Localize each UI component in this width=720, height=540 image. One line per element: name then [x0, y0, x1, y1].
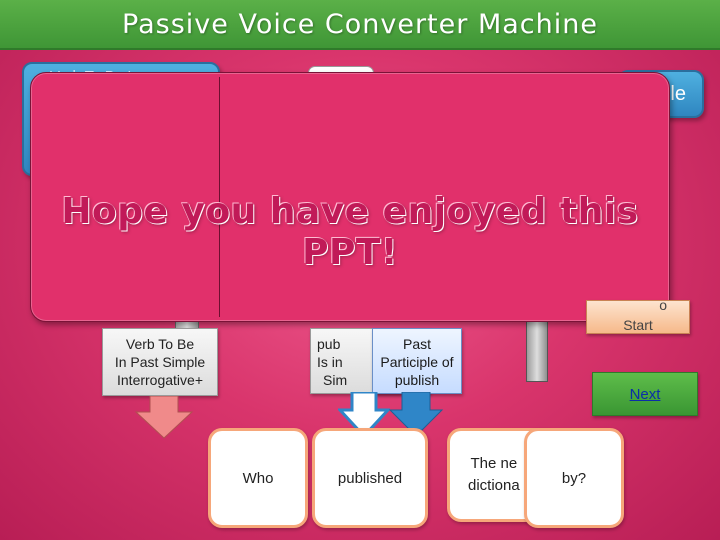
word-card-label: by? — [561, 469, 587, 487]
word-card-line: dictiona — [468, 477, 520, 494]
ending-message: Hope you have enjoyed this PPT! — [61, 191, 639, 273]
title-bar: Passive Voice Converter Machine — [0, 0, 720, 50]
down-arrow-icon — [388, 392, 444, 437]
down-arrow-icon — [134, 396, 194, 439]
down-arrow-icon — [338, 392, 390, 438]
page-title: Passive Voice Converter Machine — [122, 8, 598, 40]
past-participle-line: publish — [394, 372, 440, 388]
verb-to-be-box: Verb To Be In Past Simple Interrogative+ — [102, 328, 218, 396]
word-card-label: published — [337, 469, 403, 487]
past-participle-line: Participle of — [380, 354, 454, 370]
verb-to-be-line: Verb To Be — [125, 336, 195, 352]
word-card-published[interactable]: published — [312, 428, 428, 528]
start-button-label: o — [659, 297, 667, 313]
divider — [219, 77, 220, 317]
word-card-label: The ne dictiona — [468, 453, 520, 497]
start-button-label: Start — [623, 317, 653, 333]
published-line: pub — [317, 336, 341, 352]
word-card-by[interactable]: by? — [524, 428, 624, 528]
published-line: Sim — [323, 372, 348, 388]
word-card-who[interactable]: Who — [208, 428, 308, 528]
verb-to-be-line: Interrogative+ — [117, 372, 203, 388]
word-card-line: The ne — [470, 455, 518, 472]
verb-to-be-line: In Past Simple — [114, 354, 206, 370]
next-link[interactable]: Next — [629, 385, 661, 403]
published-line: Is in — [317, 354, 343, 370]
past-participle-line: Past — [402, 336, 431, 352]
next-button[interactable]: Next — [592, 372, 698, 416]
start-button[interactable]: o Start — [586, 297, 690, 334]
ending-message-overlay: Hope you have enjoyed this PPT! — [30, 72, 670, 322]
past-participle-box: Past Participle of publish — [372, 328, 462, 394]
word-card-label: Who — [242, 469, 274, 487]
example-panel-label: le — [670, 83, 686, 105]
